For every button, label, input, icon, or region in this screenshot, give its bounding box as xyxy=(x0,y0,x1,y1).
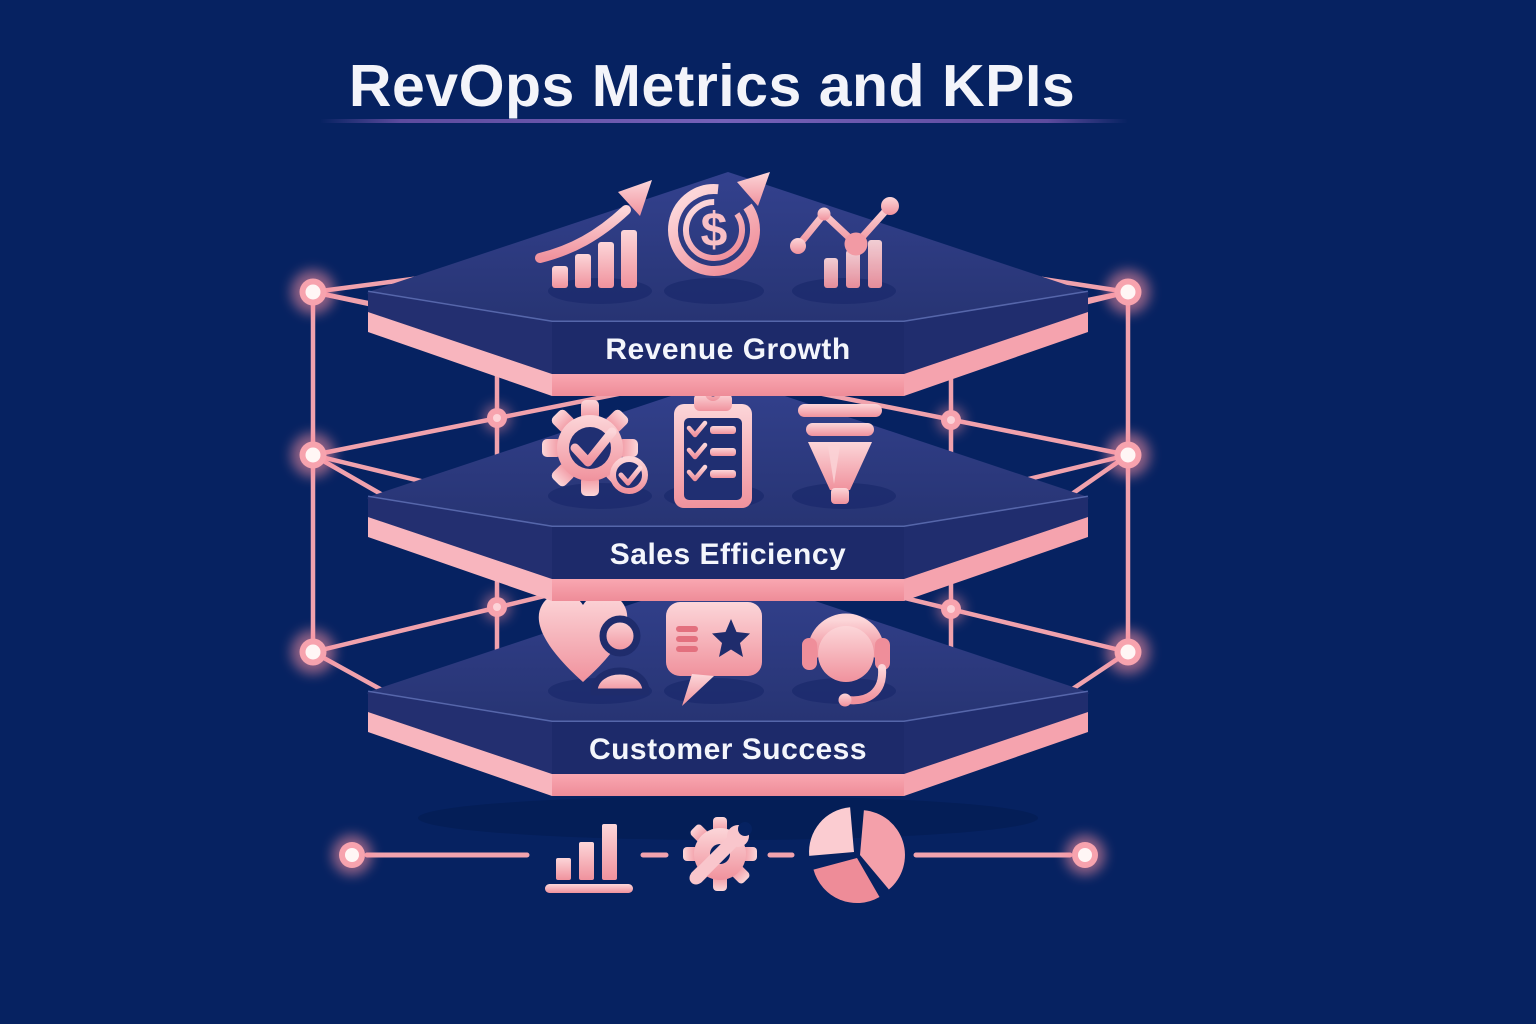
layer-label-revenue-growth: Revenue Growth xyxy=(605,333,850,366)
glow-node xyxy=(1106,270,1150,314)
heart-customer-icon xyxy=(538,593,650,696)
support-headset-icon xyxy=(802,613,890,707)
footer-node xyxy=(332,835,372,875)
checklist-clipboard-icon xyxy=(674,385,752,508)
glow-node xyxy=(1106,433,1150,477)
page-title: RevOps Metrics and KPIs xyxy=(348,53,1076,119)
small-node xyxy=(937,406,965,434)
growth-bar-chart-icon xyxy=(535,180,652,288)
footer-row xyxy=(332,807,1105,904)
trend-dots-chart-icon xyxy=(790,197,899,288)
glow-node xyxy=(291,433,335,477)
gear-wrench-icon xyxy=(683,817,757,891)
small-node xyxy=(937,595,965,623)
sales-funnel-icon xyxy=(798,404,882,504)
platform-customer-success: Customer Success xyxy=(366,570,1090,798)
small-node xyxy=(483,404,511,432)
footer-node xyxy=(1065,835,1105,875)
small-node xyxy=(483,593,511,621)
bar-chart-icon xyxy=(545,824,633,893)
pie-chart-icon xyxy=(809,807,905,904)
title-underline xyxy=(320,119,1128,123)
dollar-symbol: $ xyxy=(701,204,728,257)
network-nodes xyxy=(291,270,1150,674)
platform-revenue-growth: $ Revenue Growth xyxy=(366,170,1090,398)
glow-node xyxy=(1106,630,1150,674)
glow-node xyxy=(291,630,335,674)
platform-sales-efficiency: Sales Efficiency xyxy=(366,375,1090,603)
gear-checkmark-icon xyxy=(542,400,648,496)
star-review-bubble-icon xyxy=(666,602,762,706)
glow-node xyxy=(291,270,335,314)
layer-label-customer-success: Customer Success xyxy=(589,733,867,766)
layer-label-sales-efficiency: Sales Efficiency xyxy=(610,538,846,571)
